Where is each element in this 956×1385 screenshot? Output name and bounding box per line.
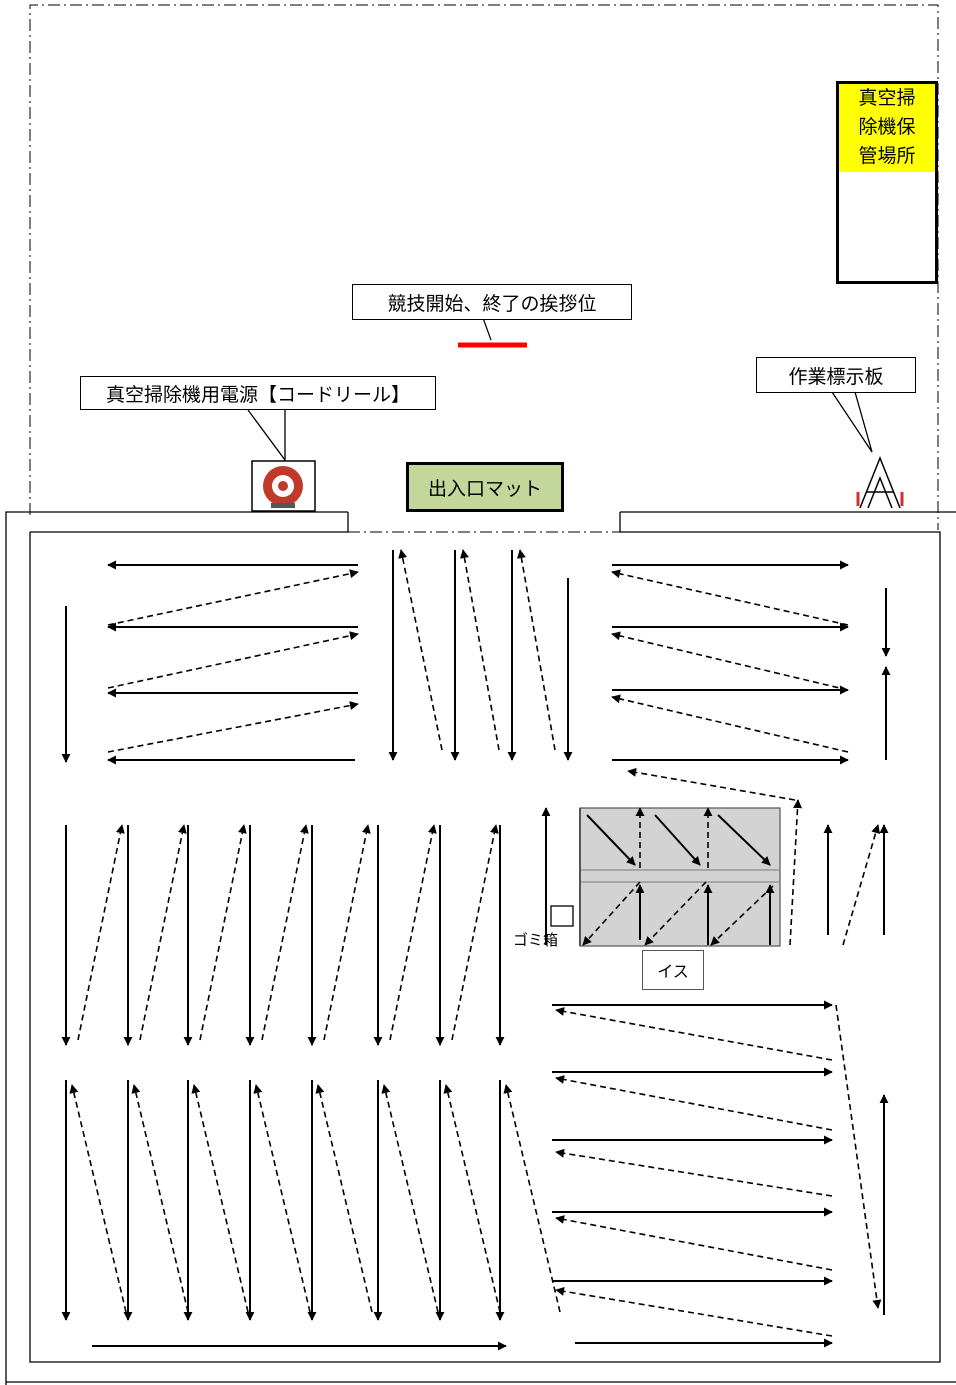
dashed-path-arrow-80 (555, 1215, 833, 1271)
cord-reel-icon (251, 460, 316, 512)
dashed-path-arrow-4 (107, 631, 359, 689)
dashed-path-arrow-28 (139, 824, 187, 1041)
dashed-path-arrow-78 (555, 1148, 833, 1197)
dashed-path-arrow-59 (131, 1084, 189, 1313)
greeting-position-label: 競技開始、終了の挨拶位 (352, 284, 632, 320)
dashed-path-arrow-18 (611, 631, 849, 691)
vacuum-storage-line-3: 管場所 (858, 145, 916, 167)
sign-board-callout-pointer (831, 391, 873, 453)
dashed-path-arrow-52 (789, 799, 803, 946)
dashed-path-arrow-84 (835, 1004, 882, 1309)
dashed-path-arrow-2 (107, 569, 359, 626)
dashed-path-arrow-71 (503, 1084, 561, 1313)
dashed-path-arrow-9 (398, 549, 443, 751)
dashed-path-arrow-6 (107, 701, 359, 753)
room-walls (5, 511, 956, 1385)
cord-reel-label: 真空掃除機用電源【コードリール】 (80, 376, 436, 410)
dashed-path-arrow-65 (315, 1084, 373, 1313)
solid-path-arrow-43 (717, 814, 771, 866)
vacuum-storage-label: 真空掃 除機保 管場所 (836, 81, 938, 284)
dashed-path-arrow-38 (451, 824, 499, 1041)
sign-board-icon (856, 455, 904, 509)
dashed-path-arrow-48 (644, 881, 707, 946)
dashed-path-arrow-47 (582, 881, 641, 946)
vacuum-storage-line-2: 除機保 (858, 116, 916, 138)
dashed-path-arrow-20 (611, 694, 849, 753)
entrance-mat: 出入口マット (406, 462, 564, 512)
dashed-path-arrow-36 (389, 824, 437, 1041)
dashed-path-arrow-32 (261, 824, 309, 1041)
greeting-leader (482, 317, 492, 341)
cleaning-path-arrows (61, 549, 891, 1351)
dashed-path-arrow-13 (516, 549, 556, 751)
dashed-path-arrow-16 (611, 569, 849, 626)
cord-reel-callout-pointer (247, 409, 286, 462)
dashed-path-arrow-74 (555, 1007, 833, 1061)
dashed-path-arrow-57 (69, 1084, 127, 1313)
dashed-path-arrow-76 (555, 1075, 833, 1131)
dashed-path-arrow-22 (627, 767, 796, 801)
dashed-path-arrow-49 (710, 885, 774, 946)
vacuum-storage-line-1: 真空掃 (858, 87, 916, 109)
dashed-path-arrow-69 (443, 1084, 501, 1313)
solid-path-arrow-42 (654, 814, 701, 866)
trash-box-label: ゴミ箱 (513, 931, 559, 949)
dashed-path-arrow-61 (191, 1084, 249, 1313)
table-area (579, 807, 781, 947)
solid-path-arrow-41 (586, 814, 636, 866)
trash-box-icon (550, 905, 574, 927)
sign-board-label: 作業標示板 (756, 357, 916, 393)
dashed-path-arrow-30 (199, 824, 247, 1041)
dashed-path-arrow-63 (253, 1084, 311, 1313)
dashed-path-arrow-34 (323, 824, 371, 1041)
dashed-path-arrow-11 (460, 549, 500, 751)
chair-label: イス (642, 950, 704, 990)
dashed-path-arrow-67 (381, 1084, 439, 1313)
dashed-path-arrow-82 (555, 1286, 833, 1337)
area-boundary (29, 4, 939, 530)
dashed-path-arrow-26 (77, 824, 125, 1041)
dashed-path-arrow-53 (842, 824, 881, 946)
